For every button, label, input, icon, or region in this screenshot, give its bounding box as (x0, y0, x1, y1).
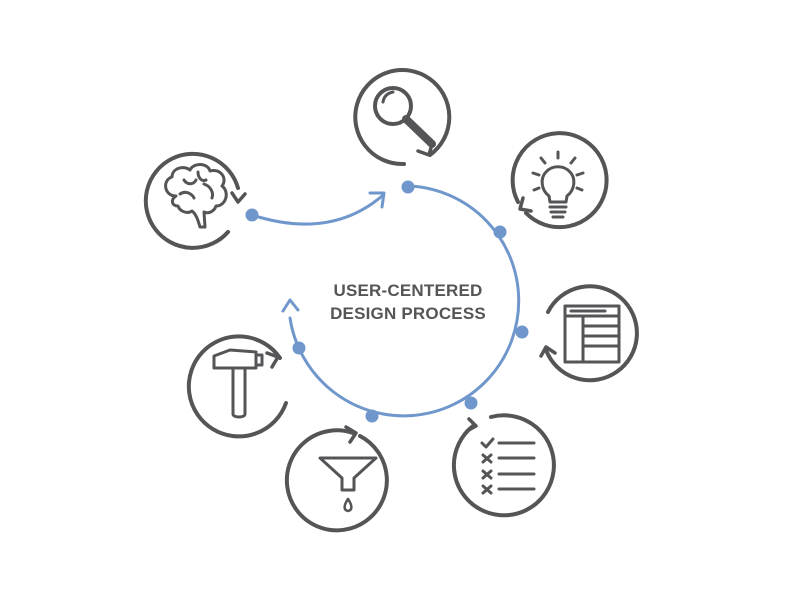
stage-design-ring (544, 284, 639, 383)
entry-arc (250, 194, 384, 226)
cycle-nodes (245, 180, 529, 423)
node-understand (245, 208, 259, 222)
cycle-end-arrowhead (281, 298, 300, 313)
hammer-icon (212, 348, 264, 419)
stage-understand (143, 151, 247, 250)
stage-evaluate (451, 413, 556, 518)
stage-research-ring (353, 68, 452, 167)
stage-evaluate-ring (451, 413, 556, 518)
entry-arrowhead (368, 191, 386, 209)
stage-design (539, 284, 639, 383)
funnel-icon (318, 456, 378, 513)
stage-refine-ring (284, 428, 389, 533)
process-cycle (250, 184, 521, 418)
checklist-icon (480, 437, 536, 495)
stage-refine (284, 425, 389, 533)
stage-ideate-arrowhead (518, 196, 533, 213)
node-build (292, 341, 306, 355)
magnifier-icon (373, 86, 436, 148)
stage-understand-ring (143, 151, 240, 250)
node-ideate (493, 225, 507, 239)
stage-build-arrowhead (265, 351, 280, 369)
stage-design-arrowhead (539, 345, 557, 358)
stage-ideate-ring (510, 131, 609, 230)
diagram-title-line2: DESIGN PROCESS (330, 304, 486, 323)
stage-research (353, 68, 452, 167)
node-refine (365, 409, 379, 423)
lightbulb-icon (531, 150, 585, 219)
stage-understand-arrowhead (230, 191, 247, 204)
cycle-arc (288, 184, 521, 418)
wireframe-icon (563, 304, 621, 364)
stage-refine-arrowhead (344, 425, 358, 444)
cycle-arrowheads (281, 191, 386, 313)
node-design (515, 325, 529, 339)
stage-build-ring (186, 334, 288, 439)
brain-icon (164, 163, 228, 229)
node-research (401, 180, 415, 194)
node-evaluate (464, 396, 478, 410)
diagram-title-line1: USER-CENTERED (333, 281, 482, 300)
stage-evaluate-arrowhead (465, 417, 478, 433)
stage-ideate (510, 131, 609, 230)
stage-build (186, 334, 288, 439)
